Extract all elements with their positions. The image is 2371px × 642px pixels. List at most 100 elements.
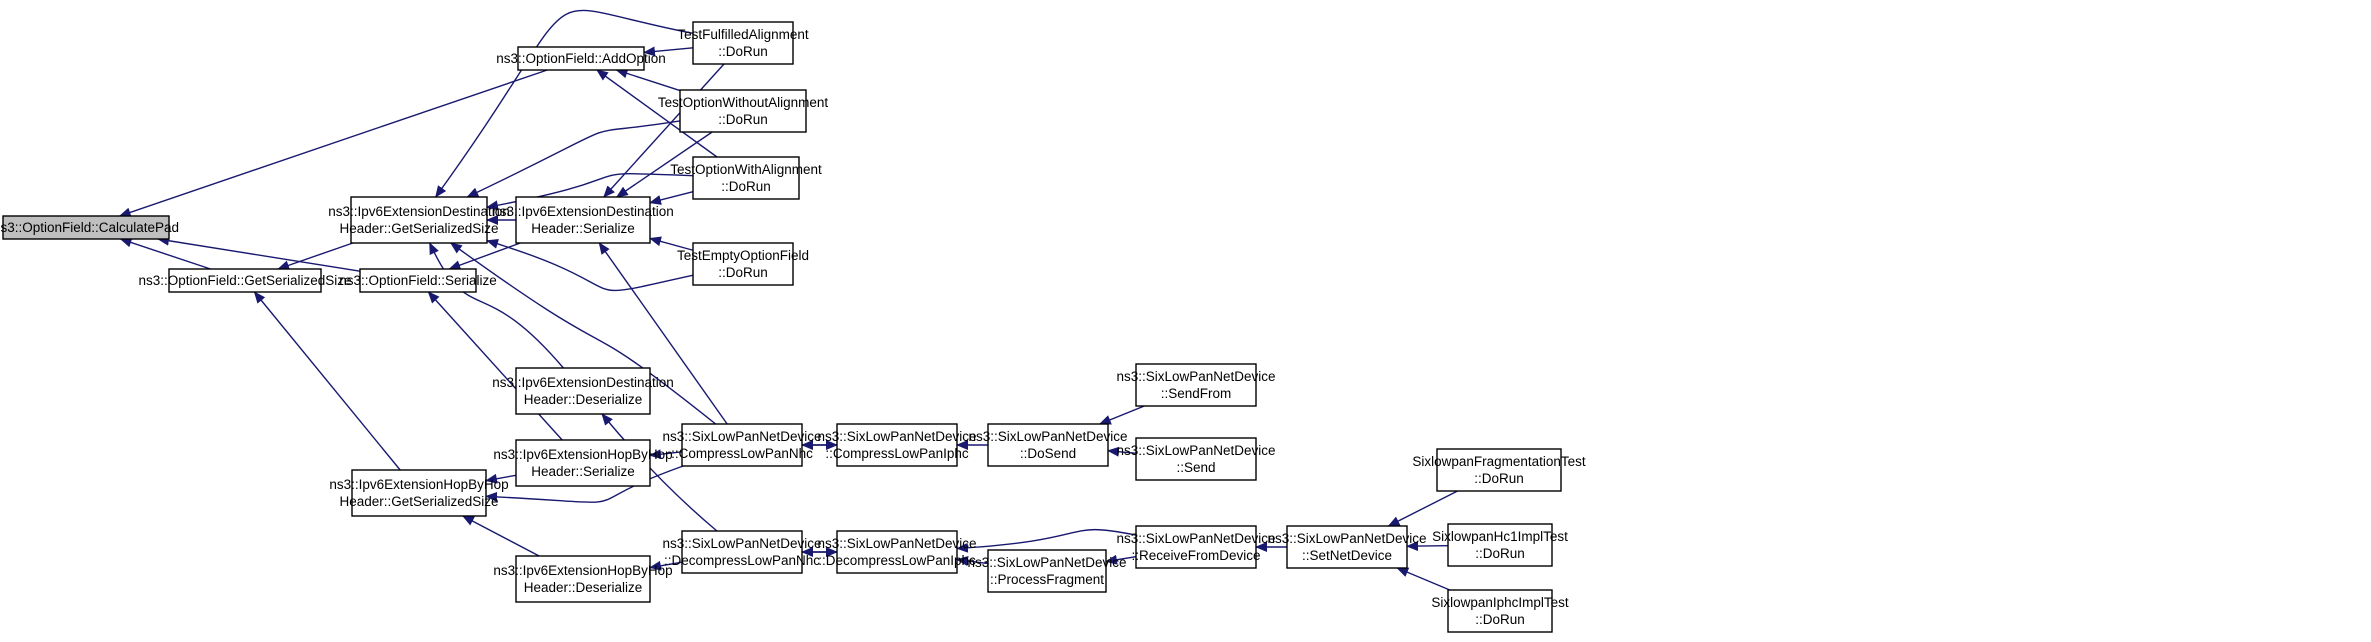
- node-dest_gss[interactable]: ns3::Ipv6ExtensionDestinationHeader::Get…: [328, 196, 510, 244]
- node-label-line: TestOptionWithoutAlignment: [658, 95, 829, 110]
- node-send[interactable]: ns3::SixLowPanNetDevice::Send: [1116, 437, 1276, 481]
- edge-comp_nhc-to-hbh_ser: [649, 449, 683, 460]
- edge-decomp_nhc-to-dest_des: [601, 413, 718, 532]
- node-label-line: ns3::OptionField::GetSerializedSize: [138, 273, 351, 288]
- edge-t_without-to-dest_gss: [466, 120, 681, 198]
- node-label-line: ns3::OptionField::CalculatePad: [0, 220, 179, 235]
- edge-hbh_gss-to-getser: [253, 291, 401, 471]
- node-box: [836, 530, 958, 574]
- node-label-line: Header::GetSerializedSize: [339, 494, 498, 509]
- node-box: [681, 423, 803, 467]
- node-label-line: ns3::SixLowPanNetDevice: [817, 429, 976, 444]
- edge-t_fulfilled-to-dest_gss: [435, 9, 694, 198]
- node-box: [681, 530, 803, 574]
- node-label-line: ns3::SixLowPanNetDevice: [1116, 443, 1275, 458]
- node-hbh_ser[interactable]: ns3::Ipv6ExtensionHopByHopHeader::Serial…: [493, 439, 673, 487]
- edge-t_with-to-dest_ser: [649, 190, 694, 205]
- edge-t_iphc-to-setnetdev: [1396, 567, 1451, 591]
- node-label-line: ns3::SixLowPanNetDevice: [817, 536, 976, 551]
- node-box: [515, 439, 651, 487]
- node-box: [836, 423, 958, 467]
- node-box: [1135, 363, 1257, 407]
- node-box: [1447, 523, 1553, 567]
- node-label-line: ::DoRun: [1475, 546, 1525, 561]
- node-label-line: Header::Deserialize: [524, 580, 643, 595]
- node-label-line: TestEmptyOptionField: [677, 248, 809, 263]
- node-t_empty[interactable]: TestEmptyOptionField::DoRun: [677, 242, 809, 286]
- node-ofser[interactable]: ns3::OptionField::Serialize: [339, 268, 497, 293]
- node-label-line: ns3::SixLowPanNetDevice: [968, 429, 1127, 444]
- node-sendfrom[interactable]: ns3::SixLowPanNetDevice::SendFrom: [1116, 363, 1276, 407]
- node-comp_nhc[interactable]: ns3::SixLowPanNetDevice::CompressLowPanN…: [662, 423, 822, 467]
- edge-dest_gss-to-getser: [277, 242, 354, 271]
- edge-hbh_ser-to-ofser: [427, 291, 563, 441]
- node-setnetdev[interactable]: ns3::SixLowPanNetDevice::SetNetDevice: [1267, 525, 1427, 569]
- node-label-line: ::DecompressLowPanIphc: [818, 553, 976, 568]
- node-addopt[interactable]: ns3::OptionField::AddOption: [496, 46, 666, 71]
- edge-t_fulfilled-to-addopt: [643, 46, 694, 57]
- node-label-line: SixlowpanIphcImplTest: [1431, 595, 1569, 610]
- node-dest_ser[interactable]: ns3::Ipv6ExtensionDestinationHeader::Ser…: [492, 196, 674, 244]
- edge-t_empty-to-dest_ser: [649, 236, 694, 251]
- node-calcpad[interactable]: ns3::OptionField::CalculatePad: [0, 215, 179, 240]
- node-label-line: SixlowpanFragmentationTest: [1412, 454, 1586, 469]
- edge-procfrag-to-decomp_iphc: [956, 556, 989, 566]
- node-box: [692, 156, 800, 200]
- node-label-line: ::ProcessFragment: [990, 572, 1104, 587]
- nodes-layer: ns3::OptionField::CalculatePadns3::Optio…: [0, 21, 1586, 633]
- node-t_hc1[interactable]: SixlowpanHc1ImplTest::DoRun: [1432, 523, 1568, 567]
- node-t_iphc[interactable]: SixlowpanIphcImplTest::DoRun: [1431, 589, 1569, 633]
- node-label-line: ns3::SixLowPanNetDevice: [967, 555, 1126, 570]
- node-label-line: ::DoSend: [1020, 446, 1076, 461]
- edge-ofser-to-calcpad: [157, 235, 361, 272]
- node-decomp_nhc[interactable]: ns3::SixLowPanNetDevice::DecompressLowPa…: [662, 530, 822, 574]
- node-box: [168, 268, 322, 293]
- node-label-line: ns3::SixLowPanNetDevice: [1116, 531, 1275, 546]
- edge-getser-to-calcpad: [119, 237, 211, 270]
- node-label-line: ::DecompressLowPanNhc: [664, 553, 820, 568]
- node-box: [987, 549, 1107, 593]
- node-procfrag[interactable]: ns3::SixLowPanNetDevice::ProcessFragment: [967, 549, 1127, 593]
- node-label-line: ns3::OptionField::Serialize: [339, 273, 497, 288]
- node-comp_iphc[interactable]: ns3::SixLowPanNetDevice::CompressLowPanI…: [817, 423, 977, 467]
- node-label-line: ::DoRun: [718, 44, 768, 59]
- node-label-line: TestFulfilledAlignment: [677, 27, 809, 42]
- node-box: [515, 367, 651, 415]
- node-label-line: ::ReceiveFromDevice: [1131, 548, 1260, 563]
- node-label-line: ::CompressLowPanNhc: [671, 446, 813, 461]
- node-recvdev[interactable]: ns3::SixLowPanNetDevice::ReceiveFromDevi…: [1116, 525, 1276, 569]
- node-dest_des[interactable]: ns3::Ipv6ExtensionDestinationHeader::Des…: [492, 367, 674, 415]
- node-dosend[interactable]: ns3::SixLowPanNetDevice::DoSend: [968, 423, 1128, 467]
- node-t_with[interactable]: TestOptionWithAlignment::DoRun: [670, 156, 822, 200]
- node-box: [692, 21, 794, 65]
- node-hbh_des[interactable]: ns3::Ipv6ExtensionHopByHopHeader::Deseri…: [493, 555, 673, 603]
- node-decomp_iphc[interactable]: ns3::SixLowPanNetDevice::DecompressLowPa…: [817, 530, 977, 574]
- node-label-line: ns3::Ipv6ExtensionDestination: [492, 375, 674, 390]
- node-t_frag[interactable]: SixlowpanFragmentationTest::DoRun: [1412, 448, 1586, 492]
- node-box: [1286, 525, 1408, 569]
- edge-t_empty-to-dest_gss: [486, 239, 694, 292]
- node-t_fulfilled[interactable]: TestFulfilledAlignment::DoRun: [677, 21, 809, 65]
- edge-t_without-to-dest_ser: [615, 131, 713, 198]
- edge-comp_nhc-to-dest_gss: [449, 242, 717, 425]
- edge-recvdev-to-procfrag: [1105, 554, 1137, 565]
- node-hbh_gss[interactable]: ns3::Ipv6ExtensionHopByHopHeader::GetSer…: [329, 469, 509, 517]
- edge-hbh_des-to-hbh_gss: [461, 515, 540, 557]
- node-box: [1135, 525, 1257, 569]
- node-box: [987, 423, 1109, 467]
- node-box: [679, 89, 807, 133]
- node-label-line: ::DoRun: [718, 265, 768, 280]
- node-label-line: ::DoRun: [721, 179, 771, 194]
- node-label-line: ns3::Ipv6ExtensionDestination: [328, 204, 510, 219]
- node-label-line: ::Send: [1176, 460, 1215, 475]
- edge-sendfrom-to-dosend: [1098, 405, 1145, 425]
- node-label-line: ns3::Ipv6ExtensionHopByHop: [329, 477, 508, 492]
- edge-comp_nhc-to-dest_ser: [598, 242, 728, 425]
- node-box: [359, 268, 477, 293]
- node-t_without[interactable]: TestOptionWithoutAlignment::DoRun: [658, 89, 829, 133]
- node-label-line: Header::Serialize: [531, 464, 635, 479]
- node-label-line: Header::Serialize: [531, 221, 635, 236]
- node-label-line: Header::GetSerializedSize: [339, 221, 498, 236]
- node-getser[interactable]: ns3::OptionField::GetSerializedSize: [138, 268, 352, 293]
